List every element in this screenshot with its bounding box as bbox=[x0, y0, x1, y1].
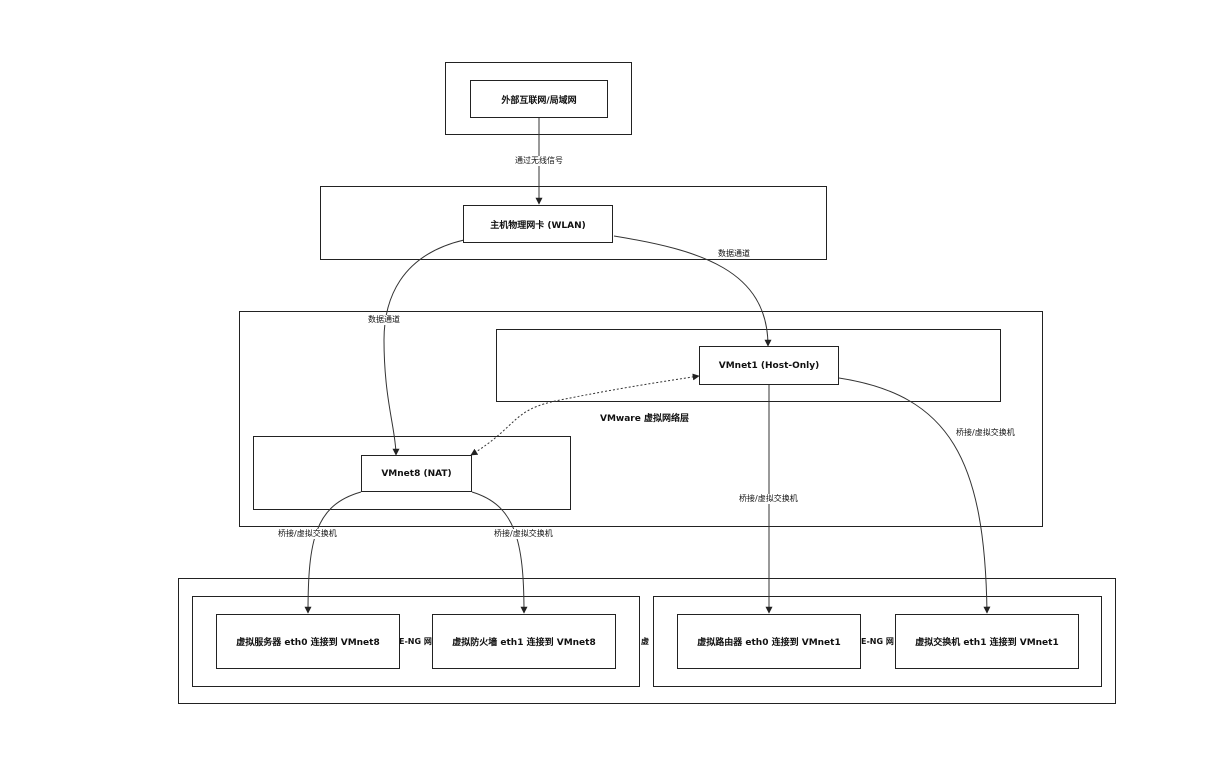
edge-label-bridge-vmnet8-left: 桥接/虚拟交换机 bbox=[278, 529, 337, 539]
edge-label-data-right: 数据通道 bbox=[718, 249, 750, 259]
edge-host-to-vmnet1 bbox=[613, 235, 772, 347]
virtual-firewall-node: 虚拟防火墙 eth1 连接到 VMnet8 bbox=[432, 614, 616, 669]
edge-host-to-vmnet8 bbox=[383, 239, 465, 456]
gns3-left-title: E-NG 网 bbox=[399, 637, 432, 646]
vmnet1-node: VMnet1 (Host-Only) bbox=[699, 346, 839, 385]
edge-vmnet1-to-switch bbox=[838, 377, 991, 614]
gns3-mid-title: 虚 bbox=[641, 637, 649, 646]
vmnet8-node: VMnet8 (NAT) bbox=[361, 455, 472, 492]
edge-label-data-left: 数据通道 bbox=[368, 315, 400, 325]
gns3-right-title: E-NG 网 bbox=[861, 637, 894, 646]
edge-label-bridge-vmnet8-right: 桥接/虚拟交换机 bbox=[494, 529, 553, 539]
external-network-node: 外部互联网/局域网 bbox=[470, 80, 608, 118]
virtual-router-node: 虚拟路由器 eth0 连接到 VMnet1 bbox=[677, 614, 861, 669]
edge-label-bridge-vmnet1-right: 桥接/虚拟交换机 bbox=[956, 428, 1015, 438]
edge-vmnet8-to-firewall bbox=[471, 491, 528, 614]
edge-vmnet8-to-server bbox=[304, 491, 362, 614]
virtual-server-node: 虚拟服务器 eth0 连接到 VMnet8 bbox=[216, 614, 400, 669]
virtual-switch-node: 虚拟交换机 eth1 连接到 VMnet1 bbox=[895, 614, 1079, 669]
edge-label-bridge-vmnet1-down: 桥接/虚拟交换机 bbox=[739, 494, 798, 504]
vmware-layer-title: VMware 虚拟网络层 bbox=[600, 414, 689, 424]
edge-label-wireless: 通过无线信号 bbox=[515, 156, 563, 166]
host-nic-node: 主机物理网卡 (WLAN) bbox=[463, 205, 613, 243]
